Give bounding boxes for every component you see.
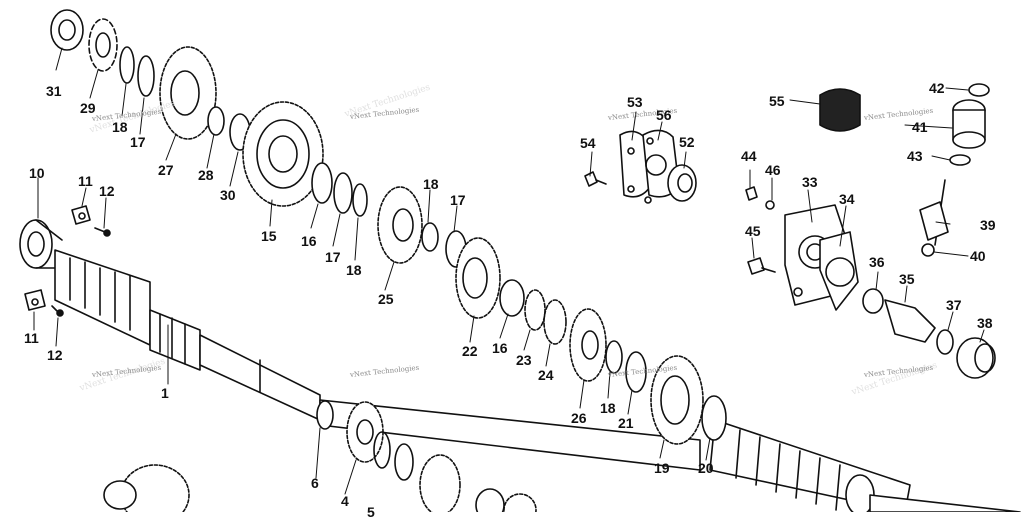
part-label: 11	[78, 173, 93, 189]
part-label: 18	[346, 262, 362, 278]
part-label: 31	[46, 83, 62, 99]
part-label: 36	[869, 254, 885, 270]
part-label: 11	[24, 330, 39, 346]
part-label: 22	[462, 343, 478, 359]
part-label: 18	[423, 176, 439, 192]
part-label: 16	[492, 340, 508, 356]
part-label: 12	[99, 183, 115, 199]
part-label: 52	[679, 134, 695, 150]
part-label: 5	[367, 504, 375, 520]
part-label: 24	[538, 367, 554, 383]
part-label: 30	[220, 187, 236, 203]
part-label: 40	[970, 248, 986, 264]
mainshaft	[19, 219, 701, 471]
part-label: 53	[627, 94, 643, 110]
speedo-housing	[745, 83, 996, 379]
part-label: 38	[977, 315, 993, 331]
part-label: 34	[839, 191, 855, 207]
part-label: 23	[516, 352, 532, 368]
part-label: 43	[907, 148, 923, 164]
part-label: 54	[580, 135, 596, 151]
part-label: 35	[899, 271, 915, 287]
part-label: 1	[161, 385, 169, 401]
leader-lines	[33, 47, 985, 495]
part-label: 17	[450, 192, 466, 208]
part-label: 37	[946, 297, 962, 313]
part-label: 42	[929, 80, 945, 96]
part-label: 26	[571, 410, 587, 426]
part-label: 12	[47, 347, 63, 363]
part-label: 46	[765, 162, 781, 178]
part-label: 10	[29, 165, 45, 181]
part-label: 41	[912, 119, 928, 135]
part-label: 33	[802, 174, 818, 190]
part-label: 21	[618, 415, 634, 431]
part-label: 20	[698, 460, 714, 476]
part-label: 18	[112, 119, 128, 135]
part-label: 27	[158, 162, 174, 178]
part-label: 29	[80, 100, 96, 116]
part-label: 56	[656, 107, 672, 123]
part-label: 25	[378, 291, 394, 307]
part-label: 55	[769, 93, 785, 109]
countershaft	[709, 419, 1021, 512]
part-label: 44	[741, 148, 757, 164]
retainer-bolts	[24, 205, 111, 317]
part-label: 6	[311, 475, 319, 491]
part-label: 15	[261, 228, 277, 244]
part-label: 16	[301, 233, 317, 249]
part-label: 45	[745, 223, 761, 239]
part-label: 17	[325, 249, 341, 265]
part-label: 18	[600, 400, 616, 416]
cover-plate	[584, 129, 697, 204]
lower-gear-train	[103, 400, 537, 512]
upper-gear-train	[50, 9, 727, 445]
part-label: 19	[654, 460, 670, 476]
part-label: 17	[130, 134, 146, 150]
part-label: 4	[341, 493, 349, 509]
part-label: 28	[198, 167, 214, 183]
part-label: 39	[980, 217, 996, 233]
